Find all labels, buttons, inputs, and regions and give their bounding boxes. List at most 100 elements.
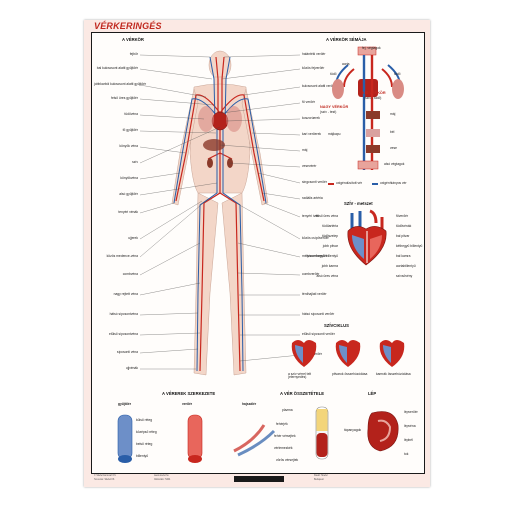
blood-label-platelet: vérlemezkék xyxy=(274,446,293,450)
spleen-illustration xyxy=(367,411,399,452)
vessel-layer-outer: külső réteg xyxy=(136,418,153,422)
cardiac-cycle-illustrations xyxy=(291,340,405,367)
heart-label-left: felső üres véna xyxy=(315,214,338,218)
vessel-label-artery: verőér xyxy=(182,402,193,406)
body-label-right: combverőér xyxy=(302,272,320,276)
body-label-right: közös csípőverőér xyxy=(302,236,329,240)
scheme-label-aorta: aorta xyxy=(342,62,350,66)
body-label-left: felső üres gyűjtőér xyxy=(111,96,138,100)
legend-swatch-oxy xyxy=(328,183,334,185)
scheme-label-liver: máj xyxy=(390,112,396,116)
body-label-left: ujjerek xyxy=(128,236,138,240)
vessel-label-vein: gyűjtőér xyxy=(118,402,132,406)
scheme-label-kidney: vese xyxy=(390,146,397,150)
scheme-label-lung-right: tüdő xyxy=(394,72,401,76)
heart-cross-section xyxy=(347,209,387,266)
blood-label-white: fehér vérsejtek xyxy=(274,434,296,438)
heart-label-left: alsó üres véna xyxy=(316,274,338,278)
section-heart-title: SZÍV - metszet xyxy=(344,201,373,206)
section-blood-title: A VÉR ÖSSZETÉTELE xyxy=(280,391,325,396)
blood-composition-illustration xyxy=(315,406,329,460)
poster-footer: © Stiefel Eurocart Kft. Tervezés: Stiefe… xyxy=(94,475,420,485)
heart-label-right: főverőér xyxy=(396,214,409,218)
body-label-left: jobbkarból kulcscsont alatti gyűjtőér xyxy=(94,82,147,86)
poster-title: VÉRKERINGÉS xyxy=(94,21,162,31)
footer-text: www.stiefel.hu xyxy=(154,475,169,477)
circulation-scheme-diagram xyxy=(332,46,404,170)
body-label-right: koszorúerek xyxy=(302,116,320,120)
body-label-left: sípcsonti véna xyxy=(116,350,138,354)
section-body-title: A VÉRKÖR xyxy=(122,37,144,42)
body-label-left: alsó gyűjtőér xyxy=(119,192,138,196)
body-label-left: elülső sípcsontvéna xyxy=(109,332,138,336)
body-label-left: bal kulcscsont alatti gyűjtőér xyxy=(96,66,138,70)
body-label-right: halántéki verőér xyxy=(302,52,326,56)
body-label-left: közös medence-véna xyxy=(106,254,138,258)
blood-label-nutrients: tápanyagok xyxy=(344,428,362,432)
cycle-caption: pitvarok összehúzódása xyxy=(332,372,368,376)
scheme-big-circuit-sub: (szív - test) xyxy=(320,110,337,114)
body-label-right: máj xyxy=(302,148,308,152)
body-label-left: combvéna xyxy=(122,272,138,276)
body-label-right: térdhajlati verőér xyxy=(302,292,327,296)
footer-text: Budapest xyxy=(314,479,324,481)
heart-label-right: bal pitvar xyxy=(396,234,410,238)
heart-label-right: szívsövény xyxy=(396,274,413,278)
body-label-right: elülső sípcsonti verőér xyxy=(302,332,335,336)
body-figure xyxy=(139,50,301,376)
vessel-layer-inner: belső réteg xyxy=(136,442,153,446)
section-spleen-title: LÉP xyxy=(368,391,377,396)
scheme-label-head: fej, végtagok xyxy=(362,46,381,50)
scheme-label-lower-limbs: alsó végtagok xyxy=(384,162,405,166)
scheme-small-circuit: KIS VÉRKÖR xyxy=(362,91,386,95)
blood-label-plasma: plazma xyxy=(282,408,293,412)
scheme-label-intestine: bél xyxy=(390,130,395,134)
body-label-right: tenyéri ívek xyxy=(302,214,319,218)
heart-label-right: tüdővénák xyxy=(396,224,412,228)
spleen-label-pulp: lépbél xyxy=(404,438,413,442)
heart-label-left: tüdőartéria xyxy=(322,224,338,228)
blood-label-proteins: fehérjék xyxy=(276,422,288,426)
body-label-right: radiális artéria xyxy=(302,196,323,200)
heart-label-left: tüdőszelep xyxy=(322,234,338,238)
heart-label-right: aortabillentyű xyxy=(396,264,416,268)
legend-deoxy: oxigénhiányos vér xyxy=(380,181,407,185)
vessel-label-capillary: hajszálér xyxy=(242,402,257,406)
poster: VÉRKERINGÉS A VÉRKÖR xyxy=(84,20,430,487)
heart-label-right: bal kamra xyxy=(396,254,411,258)
section-scheme-title: A VÉRKÖR SÉMÁJA xyxy=(326,37,367,42)
body-label-left: hátsó sípcsontvéna xyxy=(109,312,138,316)
body-label-left: könyök véna xyxy=(119,144,138,148)
body-label-right: kulcscsont alatti verőér xyxy=(302,84,336,88)
cycle-caption: kamrák összehúzódása xyxy=(376,372,411,376)
body-label-right: mély combverőér xyxy=(302,254,328,258)
body-label-left: tüdővéna xyxy=(124,112,138,116)
spleen-label-capsule: tok xyxy=(404,452,409,456)
body-label-right: közös fejverőér xyxy=(302,66,325,70)
heart-label-left: jobb pitvar xyxy=(322,244,338,248)
vessel-valve: billentyű xyxy=(136,454,149,458)
footer-text: Cikkszám: 5404 xyxy=(154,479,171,481)
spleen-label-artery: lépverőér xyxy=(404,410,418,414)
body-label-right: hátsó sípcsonti verőér xyxy=(302,312,335,316)
spleen-label-vein: lépvéna xyxy=(404,424,416,428)
scheme-label-portal: májkapu xyxy=(328,132,341,136)
body-label-right: fő verőér xyxy=(302,100,316,104)
section-cycle-title: SZÍVCIKLUS xyxy=(324,323,349,328)
footer-text: Kiadó: Stiefel xyxy=(314,475,328,477)
poster-frame: A VÉRKÖR xyxy=(91,32,425,474)
vessel-structure-illustration xyxy=(117,414,276,463)
body-label-left: nagy rejtett véna xyxy=(113,292,138,296)
body-label-left: fő gyűjtőér xyxy=(122,128,138,132)
body-label-left: szív xyxy=(132,160,138,164)
footer-text: Tervezés: Stiefel Kft. xyxy=(94,479,115,481)
footer-logo xyxy=(234,476,284,482)
body-label-left: tenyéri vénák xyxy=(118,210,138,214)
section-vessels-title: A VÉREREK SZERKEZETE xyxy=(162,391,216,396)
heart-label-left: jobb kamra xyxy=(321,264,338,268)
body-label-right: kari verőerek xyxy=(302,132,322,136)
body-label-right: vesevérér xyxy=(302,164,317,168)
cycle-caption: a szív vérrel telt (elernyedés) xyxy=(288,372,312,380)
scheme-small-circuit-sub: (szív - tüdő) xyxy=(364,96,382,100)
blood-label-red: vörös vérsejtek xyxy=(276,458,299,462)
